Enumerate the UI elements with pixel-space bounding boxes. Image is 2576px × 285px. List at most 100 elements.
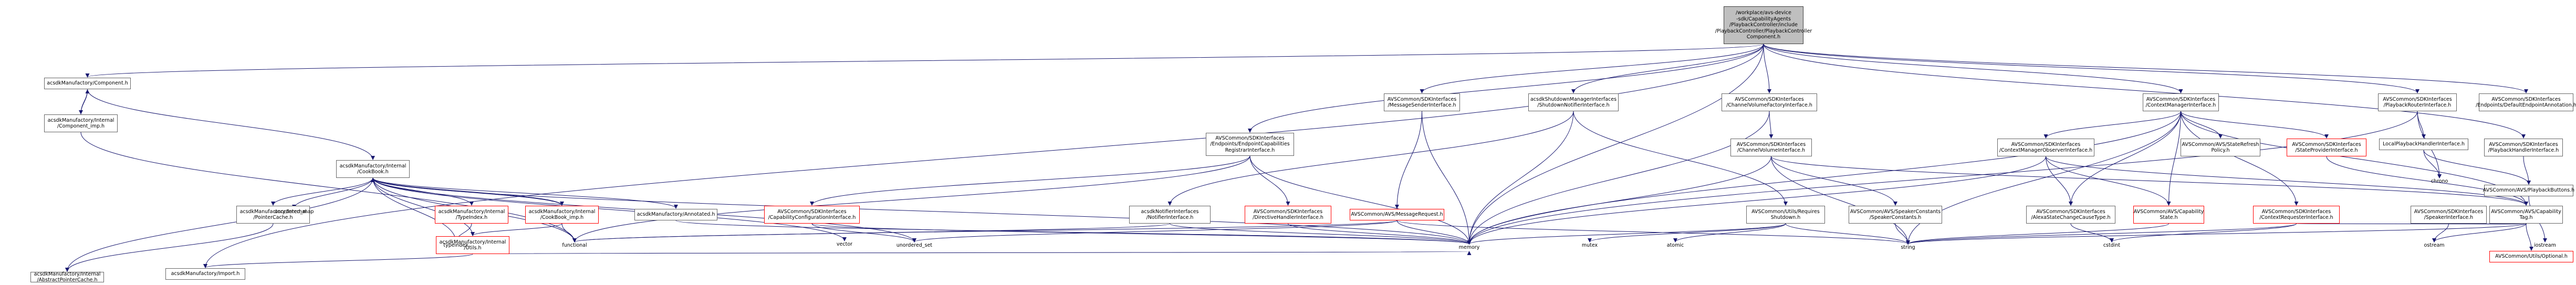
node-channelVolume[interactable]: AVSCommon/SDKInterfaces/ChannelVolumeInt… — [1730, 139, 1812, 156]
edge-capabilityTag-to-ostream — [2432, 223, 2527, 242]
system-header-typeindex: typeindex — [443, 242, 468, 248]
node-label-line: /DirectiveHandlerInterface.h — [1253, 215, 1323, 220]
node-speakerConstants[interactable]: AVSCommon/AVS/SpeakerConstants/SpeakerCo… — [1849, 206, 1942, 224]
edge-cookBookImp-to-utils — [471, 223, 562, 236]
edge-cookBook-to-unorderedMap — [292, 177, 373, 209]
node-alexaStateChange[interactable]: AVSCommon/SDKInterfaces/AlexaStateChange… — [2026, 206, 2115, 224]
edge-requiresShutdown-to-string — [1785, 223, 1910, 245]
node-playbackHandler[interactable]: AVSCommon/SDKInterfaces/PlaybackHandlerI… — [2484, 139, 2563, 156]
system-header-mutex: mutex — [1581, 242, 1598, 248]
node-label-line: LocalPlaybackHandlerInterface.h — [2383, 141, 2465, 147]
edge-root-to-memory — [1467, 44, 1764, 245]
edge-root-to-acsdkImport — [203, 44, 1764, 268]
node-label-line: acsdkManufactory/Internal — [528, 208, 596, 215]
edge-root-to-shutdownNotifier — [1571, 44, 1764, 93]
node-componentImp[interactable]: acsdkManufactory/Internal/Component_imp.… — [44, 114, 118, 132]
node-label-line: AVSCommon/SDKInterfaces — [2036, 208, 2105, 215]
edge-contextManager-to-alexaStateChange — [2069, 111, 2181, 206]
node-utilsOptional[interactable]: AVSCommon/Utils/Optional.h — [2489, 251, 2573, 262]
node-localPlaybackHandler[interactable]: LocalPlaybackHandlerInterface.h — [2379, 139, 2468, 150]
node-contextManagerObserver[interactable]: AVSCommon/SDKInterfaces/ContextManagerOb… — [1997, 139, 2094, 156]
node-label-line: AVSCommon/AVS/MessageRequest.h — [1351, 212, 1443, 218]
edge-cookBook-to-typeIndex — [372, 177, 474, 206]
node-acsdkComponent[interactable]: acsdkManufactory/Component.h — [44, 78, 131, 89]
system-header-functional: functional — [562, 242, 587, 248]
node-label-line: /AlexaStateChangeCauseType.h — [2031, 215, 2111, 220]
edge-contextManager-to-memory — [1467, 111, 2181, 245]
edge-root-to-messageSender — [1420, 44, 1764, 93]
edge-channelVolumeFactory-to-channelVolume — [1769, 111, 1774, 139]
node-contextRequester[interactable]: AVSCommon/SDKInterfaces/ContextRequester… — [2253, 206, 2340, 224]
system-header-iostream: iostream — [2534, 242, 2556, 248]
node-cookBookImp[interactable]: acsdkManufactory/Internal/CookBook_imp.h — [525, 206, 599, 224]
edge-localPlaybackHandler-to-playbackButtons — [2423, 150, 2531, 185]
node-playbackRouter[interactable]: AVSCommon/SDKInterfaces/PlaybackRouterIn… — [2378, 93, 2457, 111]
node-messageSender[interactable]: AVSCommon/SDKInterfaces/MessageSenderInt… — [1384, 93, 1460, 111]
node-label-line: Component.h — [1746, 34, 1781, 40]
edge-messageSender-to-memory — [1422, 111, 1472, 245]
node-label-line: /CookBook.h — [357, 169, 389, 175]
node-pointerCache[interactable]: acsdkManufactory/Internal/PointerCache.h — [236, 206, 310, 224]
edge-channelVolume-to-capabilityTag — [1771, 156, 2528, 206]
node-label-line: /NotifierInterface.h — [1146, 215, 1194, 220]
edge-cookBookImp-to-functional — [561, 223, 577, 242]
edge-channelVolume-to-string — [1771, 156, 1910, 245]
system-header-cstdint: cstdint — [2103, 242, 2121, 248]
node-label-line: AVSCommon/Utils/Requires — [1751, 208, 1820, 215]
edge-messageRequest-to-memory — [1396, 220, 1472, 245]
edge-componentImp-to-functional — [80, 132, 577, 242]
edge-contextManagerObserver-to-capabilityTag — [2046, 156, 2528, 206]
node-label-line: acsdkNotifierInterfaces — [1141, 208, 1199, 215]
node-typeIndex[interactable]: acsdkManufactory/Internal/TypeIndex.h — [435, 206, 508, 224]
node-messageRequest[interactable]: AVSCommon/AVS/MessageRequest.h — [1350, 209, 1444, 220]
node-speakerInterface[interactable]: AVSCommon/SDKInterfaces/SpeakerInterface… — [2411, 206, 2487, 224]
node-shutdownNotifier[interactable]: acsdkShutdownManagerInterfaces/ShutdownN… — [1528, 93, 1619, 111]
node-acsdkImport[interactable]: acsdkManufactory/Import.h — [165, 268, 245, 280]
node-annotated[interactable]: acsdkManufactory/Annotated.h — [634, 209, 717, 220]
node-label-line: AVSCommon/SDKInterfaces — [1387, 96, 1457, 102]
edge-root-to-playbackHandler — [1763, 44, 2526, 139]
node-playbackButtons[interactable]: AVSCommon/AVS/PlaybackButtons.h — [2483, 185, 2574, 196]
node-cookBook[interactable]: acsdkManufactory/Internal/CookBook.h — [336, 160, 410, 178]
system-header-unorderedSet: unordered_set — [896, 242, 933, 248]
node-utils[interactable]: acsdkManufactory/Internal/Utils.h — [436, 236, 509, 254]
node-label-line: /ShutdownNotifierInterface.h — [1537, 102, 1610, 108]
system-header-vector: vector — [836, 241, 853, 247]
node-directiveHandler[interactable]: AVSCommon/SDKInterfaces/DirectiveHandler… — [1245, 206, 1331, 224]
edge-requiresShutdown-to-mutex — [1588, 223, 1786, 242]
node-label-line: /PlaybackController/include — [1729, 22, 1798, 28]
node-label-line: /PlaybackRouterInterface.h — [2383, 102, 2452, 108]
node-defaultEndpoint[interactable]: AVSCommon/SDKInterfaces/Endpoints/Defaul… — [2476, 93, 2576, 111]
node-abstractPointerCache[interactable]: acsdkManufactory/Internal/AbstractPointe… — [30, 271, 104, 283]
node-stateProvider[interactable]: AVSCommon/SDKInterfaces/StateProviderInt… — [2287, 139, 2366, 156]
edge-contextManager-to-stateRefresh — [2181, 111, 2223, 139]
edge-channelVolume-to-speakerConstants — [1771, 156, 1897, 206]
edge-cookBook-to-pointerCache — [271, 177, 373, 206]
node-label-line: AVSCommon/SDKInterfaces — [2261, 208, 2331, 215]
node-label-line: AVSCommon/SDKInterfaces — [1735, 96, 1804, 102]
edge-playbackHandler-to-playbackButtons — [2523, 156, 2531, 185]
node-contextManager[interactable]: AVSCommon/SDKInterfaces/ContextManagerIn… — [2143, 93, 2219, 111]
edge-endpointCapReg-to-functional — [572, 155, 1250, 242]
edge-shutdownNotifier-to-notifierInterface — [1167, 111, 1574, 206]
node-label-line: acsdkManufactory/Internal — [439, 239, 506, 245]
edge-shutdownNotifier-to-requiresShutdown — [1573, 111, 1788, 206]
node-label-line: acsdkManufactory/Internal — [47, 117, 114, 123]
node-notifierInterface[interactable]: acsdkNotifierInterfaces/NotifierInterfac… — [1129, 206, 1211, 224]
node-label-line: acsdkManufactory/Internal — [34, 271, 101, 277]
node-label-line: AVSCommon/SDKInterfaces — [2146, 96, 2216, 102]
node-endpointCapReg[interactable]: AVSCommon/SDKInterfaces/Endpoints/Endpoi… — [1206, 133, 1294, 156]
node-label-line: AVSCommon/Utils/Optional.h — [2495, 254, 2568, 260]
node-label-line: RegistrarInterface.h — [1225, 147, 1275, 153]
edge-capConfig-to-memory — [811, 223, 1471, 245]
node-capConfig[interactable]: AVSCommon/SDKInterfaces/CapabilityConfig… — [764, 206, 860, 224]
node-channelVolumeFactory[interactable]: AVSCommon/SDKInterfaces/ChannelVolumeFac… — [1722, 93, 1817, 111]
edge-speakerConstants-to-string — [1895, 223, 1910, 245]
node-label-line: AVSCommon/SDKInterfaces — [1736, 141, 1806, 147]
edge-stateProvider-to-capabilityTag — [2326, 156, 2528, 206]
edge-capabilityTag-to-utilsOptional — [2526, 223, 2533, 251]
